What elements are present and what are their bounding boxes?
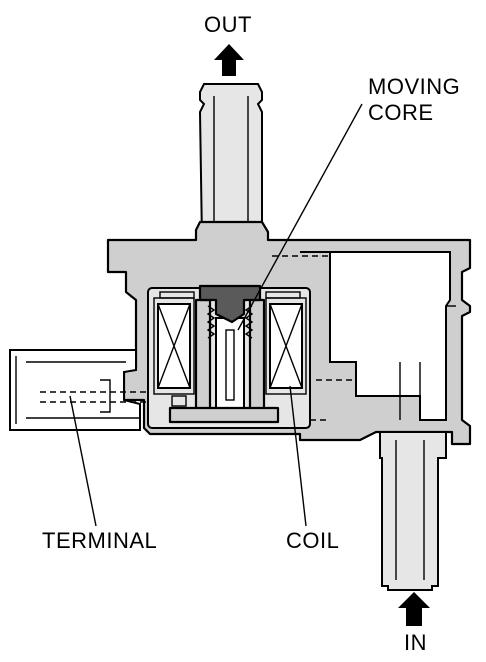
- terminal-label: TERMINAL: [42, 528, 157, 553]
- moving-core-label-line1: MOVING: [368, 74, 460, 99]
- in-arrow-icon: [398, 592, 430, 626]
- moving-core-label-line2: CORE: [368, 100, 434, 125]
- out-arrow-icon: [214, 44, 244, 76]
- terminal-leader-line: [69, 395, 97, 527]
- moving-core-leader-line: [237, 103, 363, 331]
- moving-core: [215, 317, 245, 409]
- solenoid-assembly: [147, 284, 311, 429]
- in-label: IN: [404, 630, 427, 655]
- out-label: OUT: [204, 12, 252, 37]
- coil-leader-line: [289, 385, 307, 527]
- inlet-pipe: [379, 431, 447, 591]
- terminal-connector: [9, 349, 150, 431]
- coil-label: COIL: [286, 528, 339, 553]
